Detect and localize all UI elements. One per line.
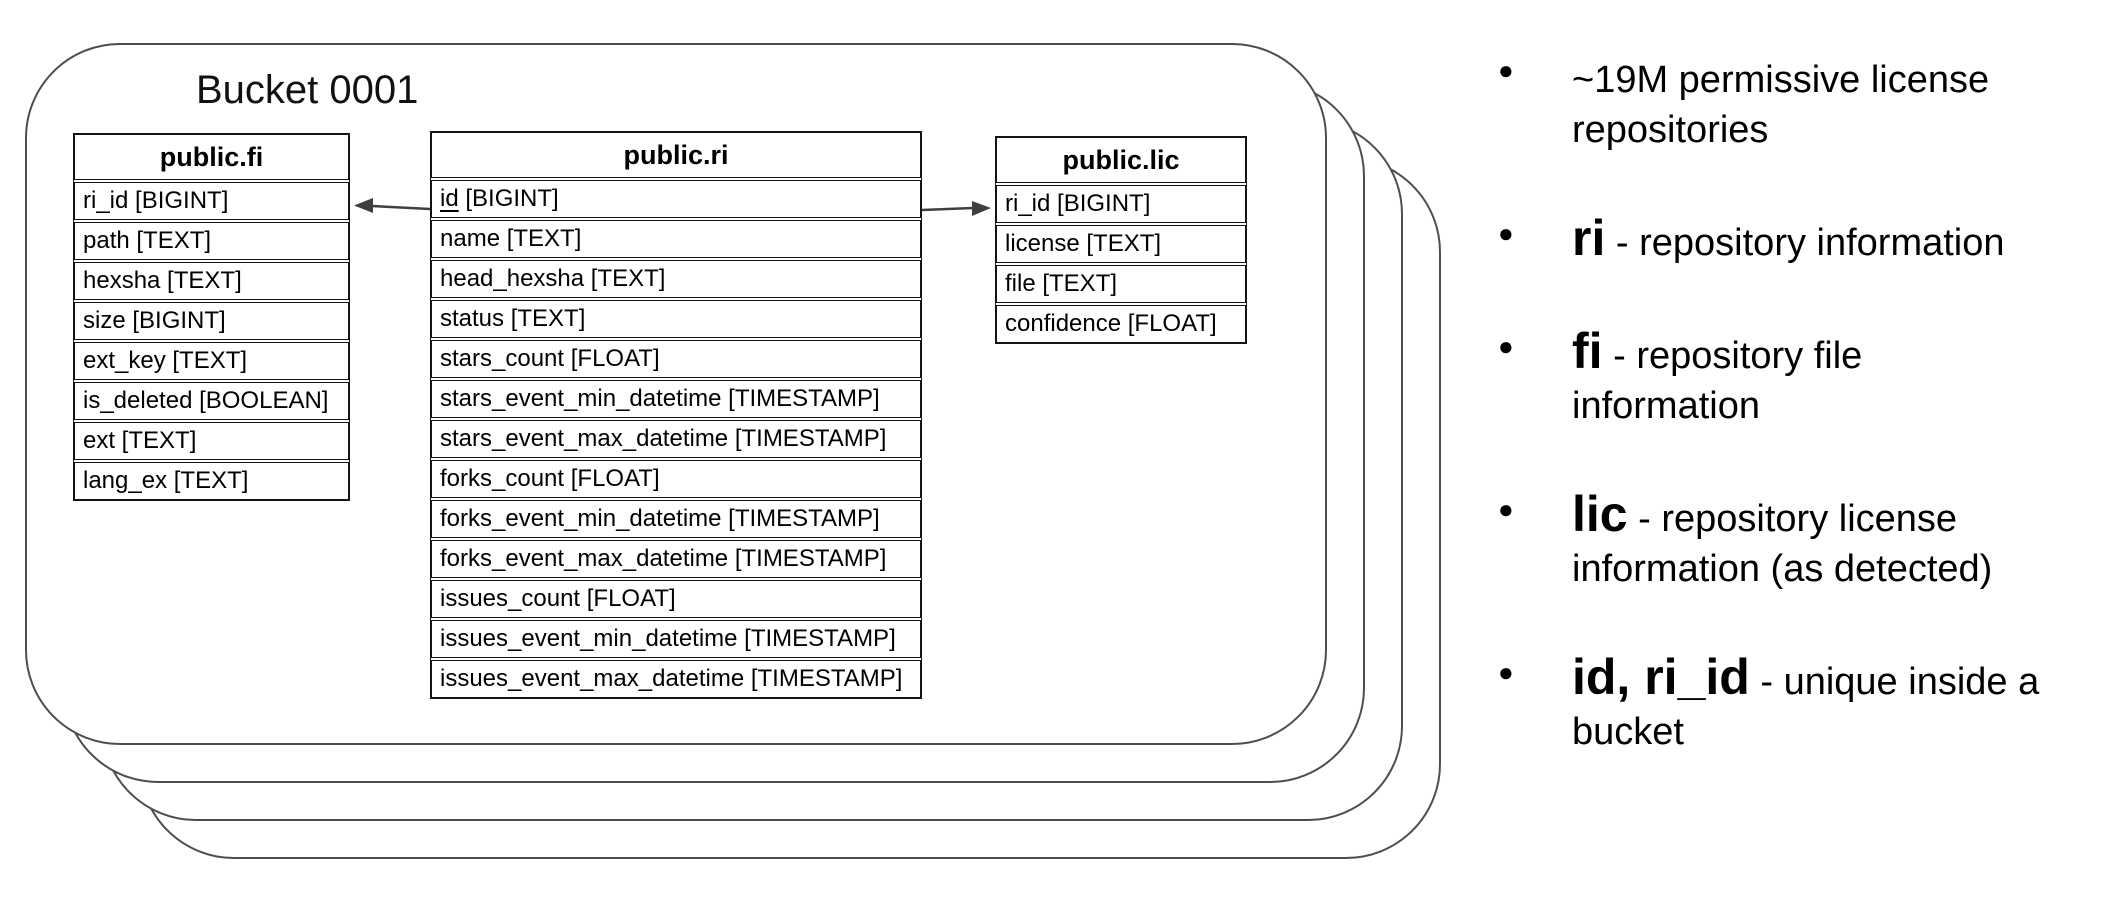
bullet-item-fi: ● fi - repository file information xyxy=(1496,326,2062,431)
column-row-primary-key: id [BIGINT] xyxy=(431,180,921,218)
table-public-lic: public.lic ri_id [BIGINT] license [TEXT]… xyxy=(995,136,1247,344)
bullet-term: fi xyxy=(1572,323,1603,379)
bullet-marker-icon: ● xyxy=(1498,55,1514,85)
bullet-term: id, ri_id xyxy=(1572,649,1750,705)
column-row: lang_ex [TEXT] xyxy=(74,462,349,500)
column-row: issues_event_min_datetime [TIMESTAMP] xyxy=(431,620,921,658)
column-row: forks_count [FLOAT] xyxy=(431,460,921,498)
column-row: ri_id [BIGINT] xyxy=(74,182,349,220)
primary-key-name: id xyxy=(440,185,459,212)
column-row: name [TEXT] xyxy=(431,220,921,258)
column-row: file [TEXT] xyxy=(996,265,1246,303)
bullet-text: - repository license information (as det… xyxy=(1572,498,1993,590)
column-row: license [TEXT] xyxy=(996,225,1246,263)
bullet-term: ri xyxy=(1572,210,1606,266)
bullet-text: - repository file information xyxy=(1572,335,1863,427)
bullet-term: lic xyxy=(1572,486,1628,542)
table-header-public-ri: public.ri xyxy=(431,132,921,178)
column-row: stars_event_min_datetime [TIMESTAMP] xyxy=(431,380,921,418)
bullet-item-ri: ● ri - repository information xyxy=(1496,213,2062,268)
bullet-list: ● ~19M permissive license repositories ● r… xyxy=(1496,50,2062,815)
table-header-public-lic: public.lic xyxy=(996,137,1246,183)
column-row: issues_event_max_datetime [TIMESTAMP] xyxy=(431,660,921,698)
column-row: stars_count [FLOAT] xyxy=(431,340,921,378)
column-row: stars_event_max_datetime [TIMESTAMP] xyxy=(431,420,921,458)
bullet-text: ~19M permissive license repositories xyxy=(1572,59,1990,151)
primary-key-type: [BIGINT] xyxy=(458,185,559,212)
column-row: status [TEXT] xyxy=(431,300,921,338)
bullet-item-repo-count: ● ~19M permissive license repositories xyxy=(1496,50,2062,155)
table-header-public-fi: public.fi xyxy=(74,134,349,180)
bullet-text: - repository information xyxy=(1605,222,2005,264)
bucket-title: Bucket 0001 xyxy=(196,68,419,112)
column-row: confidence [FLOAT] xyxy=(996,305,1246,343)
column-row: size [BIGINT] xyxy=(74,302,349,340)
column-row: path [TEXT] xyxy=(74,222,349,260)
column-row: ext [TEXT] xyxy=(74,422,349,460)
column-row: issues_count [FLOAT] xyxy=(431,580,921,618)
bullet-text: - unique inside a bucket xyxy=(1572,661,2040,753)
column-row: ext_key [TEXT] xyxy=(74,342,349,380)
column-row: ri_id [BIGINT] xyxy=(996,185,1246,223)
bullet-marker-icon: ● xyxy=(1498,331,1514,361)
bullet-marker-icon: ● xyxy=(1498,494,1514,524)
column-row: hexsha [TEXT] xyxy=(74,262,349,300)
column-row: is_deleted [BOOLEAN] xyxy=(74,382,349,420)
bullet-item-lic: ● lic - repository license information (a… xyxy=(1496,489,2062,594)
bullet-marker-icon: ● xyxy=(1498,218,1514,248)
column-row: head_hexsha [TEXT] xyxy=(431,260,921,298)
column-row: forks_event_min_datetime [TIMESTAMP] xyxy=(431,500,921,538)
bullet-marker-icon: ● xyxy=(1498,657,1514,687)
table-public-ri: public.ri id [BIGINT] name [TEXT] head_h… xyxy=(430,131,922,699)
column-row: forks_event_max_datetime [TIMESTAMP] xyxy=(431,540,921,578)
bullet-item-ids: ● id, ri_id - unique inside a bucket xyxy=(1496,652,2062,757)
table-public-fi: public.fi ri_id [BIGINT] path [TEXT] hex… xyxy=(73,133,350,501)
